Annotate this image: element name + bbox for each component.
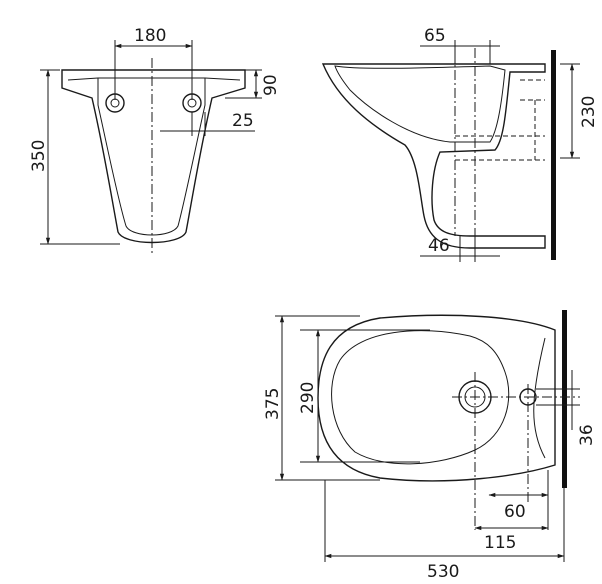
dim-115-label: 115: [484, 533, 516, 553]
top-wall: [562, 310, 567, 488]
dim-65-label: 65: [424, 26, 446, 46]
side-bowl-inner: [334, 65, 506, 143]
top-inner-basin: [331, 330, 510, 465]
dim-290-label: 290: [298, 382, 318, 414]
side-wall: [551, 50, 556, 260]
front-rim-line: [67, 77, 99, 81]
dim-60-label: 60: [504, 502, 526, 522]
front-rim-line-right: [204, 77, 241, 81]
dim-530-label: 530: [427, 562, 459, 582]
dim-90-label: 90: [261, 74, 281, 96]
side-bowl-outline: [321, 63, 546, 249]
dim-350-label: 350: [29, 140, 49, 172]
dim-230-label: 230: [579, 96, 599, 128]
dim-46-label: 46: [428, 236, 450, 256]
dim-180-label: 180: [134, 26, 166, 46]
front-bowl-outline: [61, 69, 246, 244]
side-view: 65 230 46: [321, 26, 599, 262]
front-view: 180 90 25 350: [29, 26, 281, 254]
top-rim-line: [533, 337, 546, 459]
front-bowl-inner: [97, 77, 206, 236]
dim-375-label: 375: [263, 388, 283, 420]
dim-36-label: 36: [577, 424, 597, 446]
top-view: 375 290 36 60 115 530: [263, 310, 597, 582]
dim-25-label: 25: [232, 111, 254, 131]
